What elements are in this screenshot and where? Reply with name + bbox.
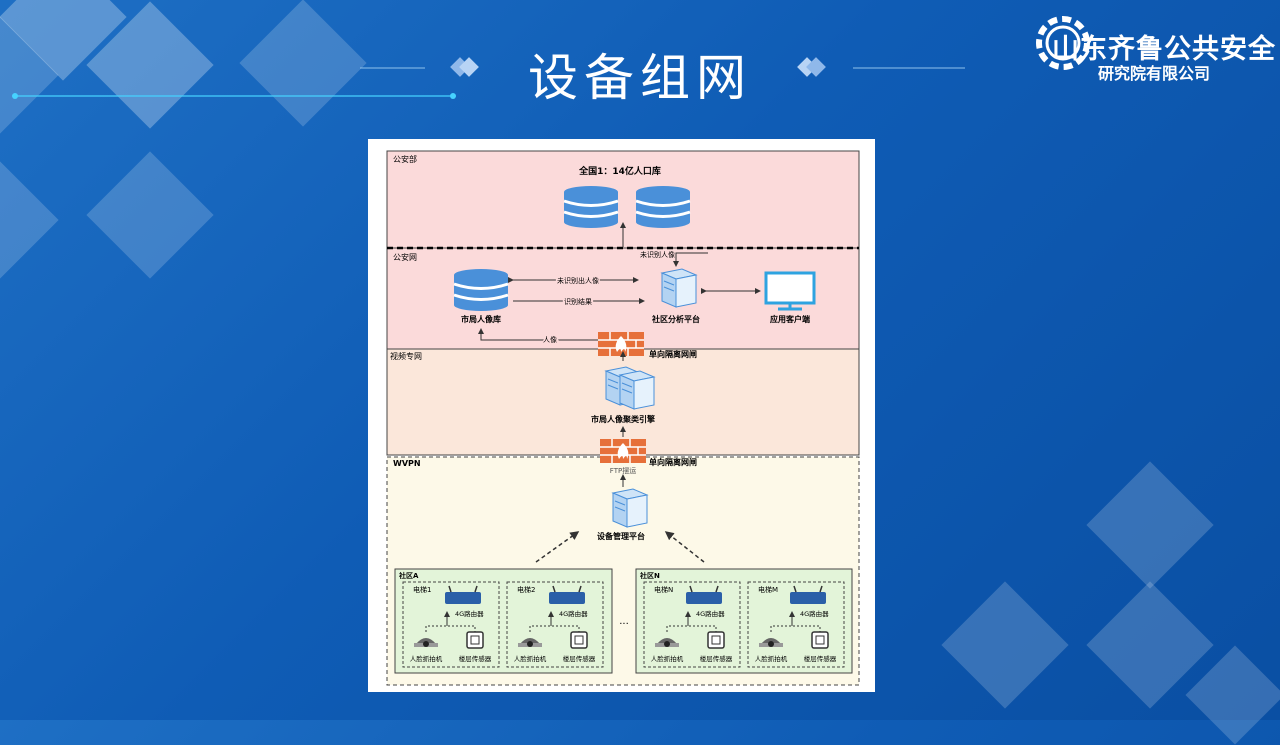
community-a bbox=[394, 568, 613, 674]
community-platform-label: 社区分析平台 bbox=[651, 314, 700, 324]
zone-label-wvpn: WVPN bbox=[393, 459, 421, 468]
city-db-label: 市局人像库 bbox=[461, 314, 501, 324]
network-diagram: 公安部 公安网 视频专网 WVPN 全国1：14亿人口库 市局人像库 社区分析平… bbox=[368, 139, 875, 692]
svg-text:电梯M: 电梯M bbox=[758, 585, 778, 594]
svg-text:4G路由器: 4G路由器 bbox=[559, 609, 588, 618]
elevator-box: 电梯2 4G路由器 人脸抓拍机 楼层传感器 bbox=[506, 581, 604, 668]
arrow-label-ftp: FTP摆运 bbox=[610, 466, 636, 475]
firewall-icon bbox=[597, 331, 645, 357]
svg-text:楼层传感器: 楼层传感器 bbox=[700, 654, 733, 663]
monitor-icon bbox=[764, 271, 816, 311]
device-platform-label: 设备管理平台 bbox=[597, 531, 645, 541]
svg-text:电梯N: 电梯N bbox=[654, 585, 673, 594]
zone-label-police-net: 公安网 bbox=[393, 252, 417, 262]
elevator-box: 电梯1 4G路由器 人脸抓拍机 楼层传感器 bbox=[402, 581, 500, 668]
zone-label-video-net: 视频专网 bbox=[390, 351, 422, 361]
svg-text:人脸抓拍机: 人脸抓拍机 bbox=[755, 654, 788, 663]
arrow-label-unrecognized: 未识别人像 bbox=[640, 250, 675, 259]
client-label: 应用客户端 bbox=[770, 314, 810, 324]
zone-label-ministry: 公安部 bbox=[393, 154, 417, 164]
ellipsis: ... bbox=[619, 616, 629, 627]
server-icon bbox=[619, 370, 655, 410]
sensor-icon bbox=[707, 631, 725, 649]
database-icon bbox=[562, 184, 620, 230]
city-db-icon bbox=[452, 267, 510, 313]
svg-text:4G路由器: 4G路由器 bbox=[800, 609, 829, 618]
logo-name-line1: 山东齐鲁公共安全 bbox=[1052, 34, 1276, 65]
svg-text:4G路由器: 4G路由器 bbox=[455, 609, 484, 618]
firewall-icon bbox=[599, 438, 647, 464]
cluster-engine-label: 市局人像聚类引擎 bbox=[591, 414, 656, 424]
decor-diamond bbox=[0, 156, 59, 284]
community-a-label: 社区A bbox=[398, 571, 419, 580]
server-icon bbox=[612, 488, 648, 528]
decor-diamond bbox=[1086, 461, 1214, 589]
svg-text:人脸抓拍机: 人脸抓拍机 bbox=[651, 654, 684, 663]
server-icon bbox=[661, 268, 697, 308]
database-icon bbox=[634, 184, 692, 230]
svg-text:楼层传感器: 楼层传感器 bbox=[563, 654, 596, 663]
svg-text:楼层传感器: 楼层传感器 bbox=[459, 654, 492, 663]
decor-diamond bbox=[86, 151, 214, 279]
community-n bbox=[635, 568, 853, 674]
svg-text:电梯1: 电梯1 bbox=[413, 585, 431, 594]
title-decoration bbox=[12, 57, 965, 99]
decor-diamond bbox=[941, 581, 1069, 709]
community-n-label: 社区N bbox=[639, 571, 660, 580]
logo-name-line2: 研究院有限公司 bbox=[1098, 64, 1211, 83]
sensor-icon bbox=[570, 631, 588, 649]
elevator-box: 电梯N 4G路由器 人脸抓拍机 楼层传感器 bbox=[643, 581, 741, 668]
elevator-box: 电梯M 4G路由器 人脸抓拍机 楼层传感器 bbox=[747, 581, 845, 668]
decor-diamond bbox=[1185, 645, 1280, 745]
logo-gear-icon bbox=[1036, 16, 1090, 70]
arrow-label-result: 识别结果 bbox=[564, 297, 592, 306]
sensor-icon bbox=[811, 631, 829, 649]
national-db-label: 全国1：14亿人口库 bbox=[578, 165, 661, 177]
svg-text:楼层传感器: 楼层传感器 bbox=[804, 654, 837, 663]
gateway-label: 单向隔离网闸 bbox=[649, 349, 697, 359]
svg-text:人脸抓拍机: 人脸抓拍机 bbox=[514, 654, 547, 663]
slide-title: 设备组网 bbox=[528, 49, 752, 107]
gateway-label: 单向隔离网闸 bbox=[649, 457, 697, 467]
arrow-label-portrait: 人像 bbox=[543, 335, 557, 344]
svg-text:4G路由器: 4G路由器 bbox=[696, 609, 725, 618]
svg-text:电梯2: 电梯2 bbox=[517, 585, 535, 594]
svg-text:人脸抓拍机: 人脸抓拍机 bbox=[410, 654, 443, 663]
arrow-label-unrecognized-out: 未识别出人像 bbox=[557, 276, 599, 285]
sensor-icon bbox=[466, 631, 484, 649]
